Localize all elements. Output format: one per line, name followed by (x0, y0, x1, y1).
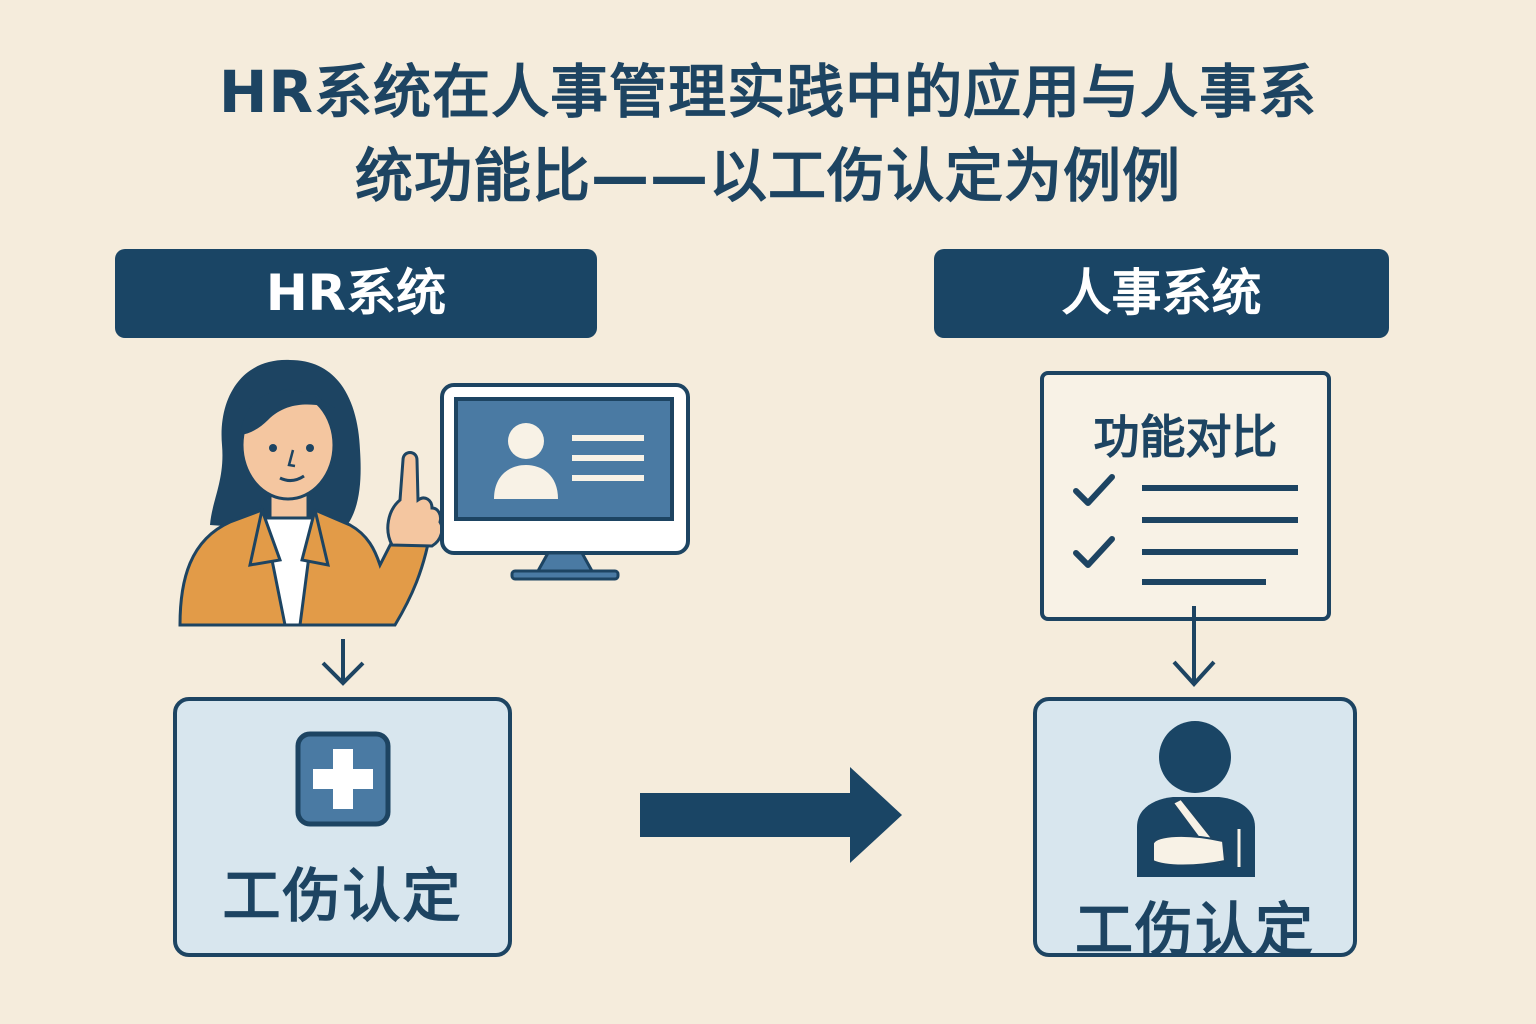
medical-cross-icon (295, 731, 391, 827)
function-comparison-card: 功能对比 (1040, 371, 1331, 621)
check-icon (1073, 536, 1115, 568)
title-line-1: HR系统在人事管理实践中的应用与人事系 (218, 58, 1318, 126)
monitor-icon (440, 383, 690, 581)
diagram-title: HR系统在人事管理实践中的应用与人事系 统功能比——以工伤认定为例例 (40, 50, 1496, 218)
woman-pointing-icon (178, 359, 444, 627)
title-line-2: 统功能比——以工伤认定为例例 (354, 142, 1181, 210)
function-comparison-title: 功能对比 (1093, 410, 1278, 464)
personnel-system-header: 人事系统 (934, 249, 1389, 338)
right-arrow (640, 767, 902, 863)
checklist-lines (1073, 474, 1298, 585)
check-icon (1073, 474, 1115, 506)
injured-person-icon (1137, 721, 1255, 877)
work-injury-panel-personnel: 工伤认定 (1033, 697, 1357, 964)
work-injury-label-hr: 工伤认定 (222, 862, 463, 930)
work-injury-panel-hr: 工伤认定 (173, 697, 512, 957)
arrow-down-left (321, 639, 365, 686)
hr-system-header: HR系统 (115, 249, 597, 338)
arrow-down-right (1172, 606, 1216, 687)
work-injury-label-personnel: 工伤认定 (1074, 896, 1315, 964)
